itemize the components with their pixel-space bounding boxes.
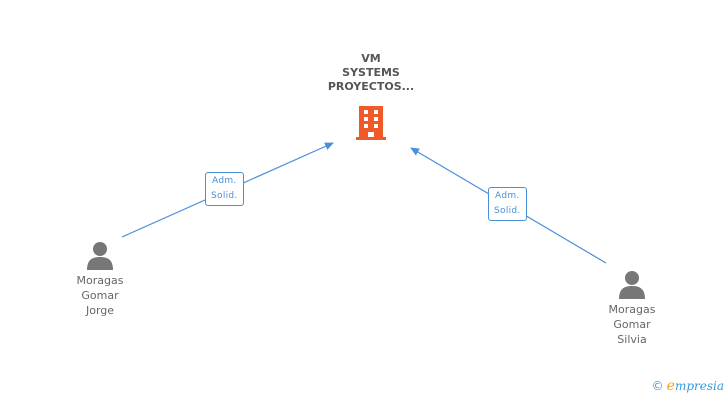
- company-name-line: PROYECTOS...: [327, 80, 415, 93]
- brand-logo-text: mpresia: [674, 379, 724, 393]
- person-name: Moragas Gomar Silvia: [587, 302, 677, 347]
- role-badge-line: Solid.: [494, 206, 521, 216]
- role-badge-line: Solid.: [211, 191, 238, 201]
- person-node[interactable]: Moragas Gomar Silvia: [587, 269, 677, 347]
- company-name-line: SYSTEMS: [342, 66, 400, 79]
- role-badge[interactable]: Adm. Solid.: [488, 187, 527, 221]
- person-name-line: Moragas: [608, 303, 656, 316]
- person-name-line: Gomar: [613, 318, 651, 331]
- person-name-line: Gomar: [81, 289, 119, 302]
- building-icon: [356, 106, 386, 140]
- company-name-line: VM: [361, 52, 381, 65]
- role-badge[interactable]: Adm. Solid.: [205, 172, 244, 206]
- person-name: Moragas Gomar Jorge: [55, 273, 145, 318]
- person-name-line: Jorge: [85, 304, 115, 317]
- brand-watermark[interactable]: ©empresia: [652, 378, 724, 394]
- person-name-line: Silvia: [617, 333, 647, 346]
- company-name[interactable]: VM SYSTEMS PROYECTOS...: [300, 52, 442, 94]
- role-badge-line: Adm.: [212, 176, 237, 186]
- brand-logo-initial: e: [666, 378, 675, 394]
- role-badge-line: Adm.: [495, 191, 520, 201]
- person-icon: [87, 242, 113, 270]
- person-node[interactable]: Moragas Gomar Jorge: [55, 240, 145, 318]
- person-name-line: Moragas: [76, 274, 124, 287]
- person-icon: [619, 271, 645, 299]
- company-node[interactable]: VM SYSTEMS PROYECTOS...: [300, 52, 442, 140]
- copyright-symbol: ©: [651, 379, 664, 393]
